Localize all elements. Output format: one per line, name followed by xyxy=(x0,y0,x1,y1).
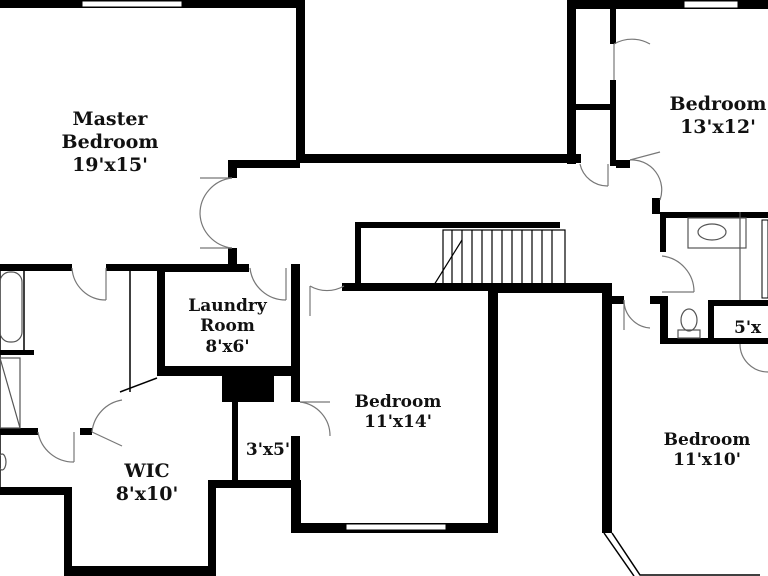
room-name: Room xyxy=(200,316,255,337)
wall xyxy=(64,566,216,576)
windows xyxy=(81,0,768,531)
vanity xyxy=(687,217,747,249)
wall xyxy=(488,283,612,293)
wall xyxy=(106,264,165,271)
room-name: Bedroom xyxy=(669,93,767,115)
wall xyxy=(602,283,612,533)
wall xyxy=(567,0,576,164)
wall xyxy=(228,248,237,268)
window xyxy=(761,219,768,299)
window xyxy=(345,523,447,531)
wall xyxy=(296,0,305,160)
room-label-small-closet: 5'x xyxy=(734,318,768,338)
room-dimensions: 11'x14' xyxy=(364,412,432,433)
window xyxy=(81,0,183,8)
wall xyxy=(157,366,297,376)
room-name: Bedroom xyxy=(61,130,159,153)
wall xyxy=(650,296,662,304)
window xyxy=(683,0,739,9)
wall xyxy=(652,198,660,214)
bathtub xyxy=(0,271,23,343)
wall xyxy=(660,296,668,344)
wall xyxy=(291,264,300,402)
wall xyxy=(64,487,72,576)
wall xyxy=(488,283,498,533)
room-label-closet: 3'x5' xyxy=(238,440,298,460)
room-name: WIC xyxy=(124,460,170,482)
room-name: Master xyxy=(72,108,148,130)
wall xyxy=(610,8,616,44)
wall xyxy=(660,212,666,252)
wall xyxy=(157,264,249,272)
wall xyxy=(0,487,72,495)
room-dimensions: 8'x6' xyxy=(205,336,250,357)
wall xyxy=(708,300,768,306)
room-dimensions: 13'x12' xyxy=(680,115,756,138)
wall xyxy=(0,264,72,271)
room-name: Laundry xyxy=(188,296,267,316)
room-dimensions: 19'x15' xyxy=(72,153,148,176)
room-label-bedroom-ne: Bedroom 13'x12' xyxy=(660,93,768,139)
wall xyxy=(208,480,300,488)
room-name: Bedroom xyxy=(354,392,442,412)
toilet xyxy=(677,329,701,339)
wall xyxy=(714,338,768,344)
thin-walls xyxy=(0,264,760,576)
wall xyxy=(296,154,581,163)
wall xyxy=(660,338,710,344)
room-dimensions: 8'x10' xyxy=(115,482,179,505)
room-dimensions: 3'x5' xyxy=(245,440,291,460)
doors xyxy=(37,38,768,463)
wall xyxy=(208,480,216,576)
fixtures xyxy=(0,212,747,471)
sink xyxy=(697,223,727,241)
room-label-laundry-room: Laundry Room 8'x6' xyxy=(170,296,285,357)
room-name: Bedroom xyxy=(663,430,751,450)
wall xyxy=(576,104,616,110)
wall xyxy=(355,222,361,284)
wall xyxy=(355,222,560,228)
wall xyxy=(228,160,300,168)
staircase xyxy=(433,229,566,286)
wall xyxy=(222,376,274,402)
wall xyxy=(80,428,92,435)
wall xyxy=(342,283,490,291)
room-dimensions: 5'x xyxy=(734,318,762,338)
wall xyxy=(567,0,768,9)
room-label-bedroom-se: Bedroom 11'x10' xyxy=(648,430,766,471)
wall xyxy=(616,160,630,168)
shower xyxy=(0,357,21,429)
toilet-bowl xyxy=(680,308,698,332)
room-label-bedroom-center: Bedroom 11'x14' xyxy=(340,392,456,433)
wall xyxy=(0,350,34,355)
wall xyxy=(610,80,616,166)
sink xyxy=(0,453,7,471)
wall xyxy=(708,300,714,344)
room-dimensions: 11'x10' xyxy=(673,450,741,471)
room-label-master-bedroom: Master Bedroom 19'x15' xyxy=(54,108,166,176)
wall xyxy=(157,264,165,374)
wall xyxy=(0,428,38,435)
wall xyxy=(291,436,300,486)
wall xyxy=(228,160,237,178)
wall xyxy=(291,480,301,530)
room-label-wic: WIC 8'x10' xyxy=(102,460,192,506)
wall xyxy=(612,296,624,304)
wall xyxy=(232,376,238,486)
wall xyxy=(660,212,768,218)
